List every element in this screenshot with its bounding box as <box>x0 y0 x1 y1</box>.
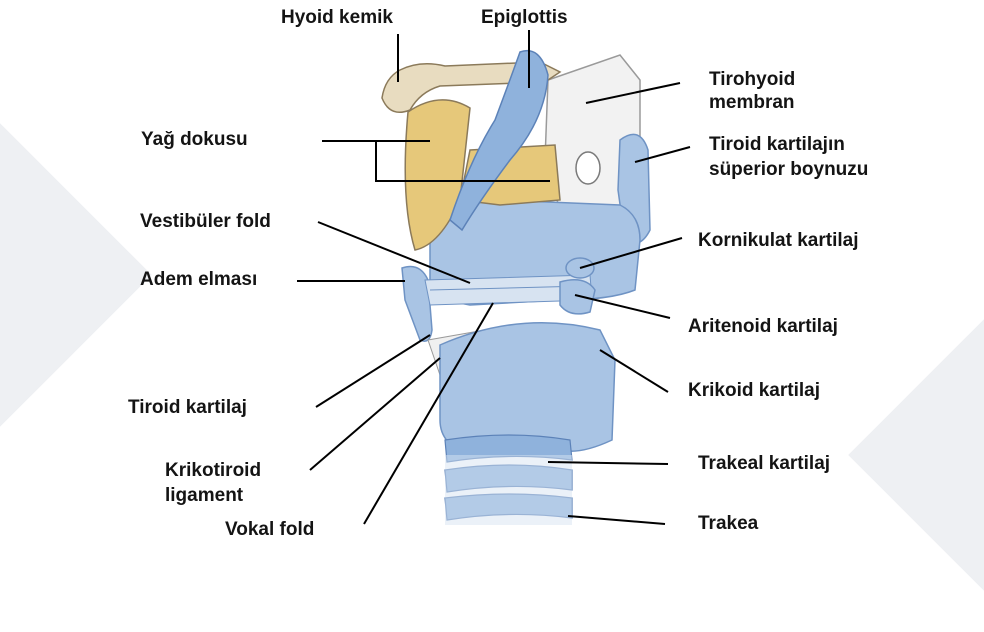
label-trakeal: Trakeal kartilaj <box>698 452 830 475</box>
label-hyoid-kemik: Hyoid kemik <box>281 6 393 29</box>
label-vestibuler-fold: Vestibüler fold <box>140 210 271 233</box>
label-vokal-fold: Vokal fold <box>225 518 314 541</box>
label-krikotiroid-line2: ligament <box>165 484 243 507</box>
trachea-body <box>445 455 572 525</box>
aritenoid-shape <box>560 280 595 314</box>
label-krikoid: Krikoid kartilaj <box>688 379 820 402</box>
label-epiglottis: Epiglottis <box>481 6 568 29</box>
label-krikotiroid-line1: Krikotiroid <box>165 459 261 482</box>
membrane-foramen <box>576 152 600 184</box>
label-adem-elmasi: Adem elması <box>140 268 257 291</box>
label-tiroid-kartilaj: Tiroid kartilaj <box>128 396 247 419</box>
adam-apple-shape <box>402 267 432 342</box>
label-tirohyoid-line1: Tirohyoid <box>709 68 795 91</box>
larynx-illustration <box>382 51 650 525</box>
label-aritenoid: Aritenoid kartilaj <box>688 315 838 338</box>
leader-tiroid <box>316 335 430 407</box>
label-tiroid-boynuz-line1: Tiroid kartilajın <box>709 133 845 156</box>
label-yag-dokusu: Yağ dokusu <box>141 128 248 151</box>
label-tiroid-boynuz-line2: süperior boynuzu <box>709 158 868 181</box>
label-trakea: Trakea <box>698 512 758 535</box>
leader-trakea <box>568 516 665 524</box>
label-tirohyoid-line2: membran <box>709 91 795 114</box>
leader-krikotiroid <box>310 358 440 470</box>
label-kornikulat: Kornikulat kartilaj <box>698 229 859 252</box>
